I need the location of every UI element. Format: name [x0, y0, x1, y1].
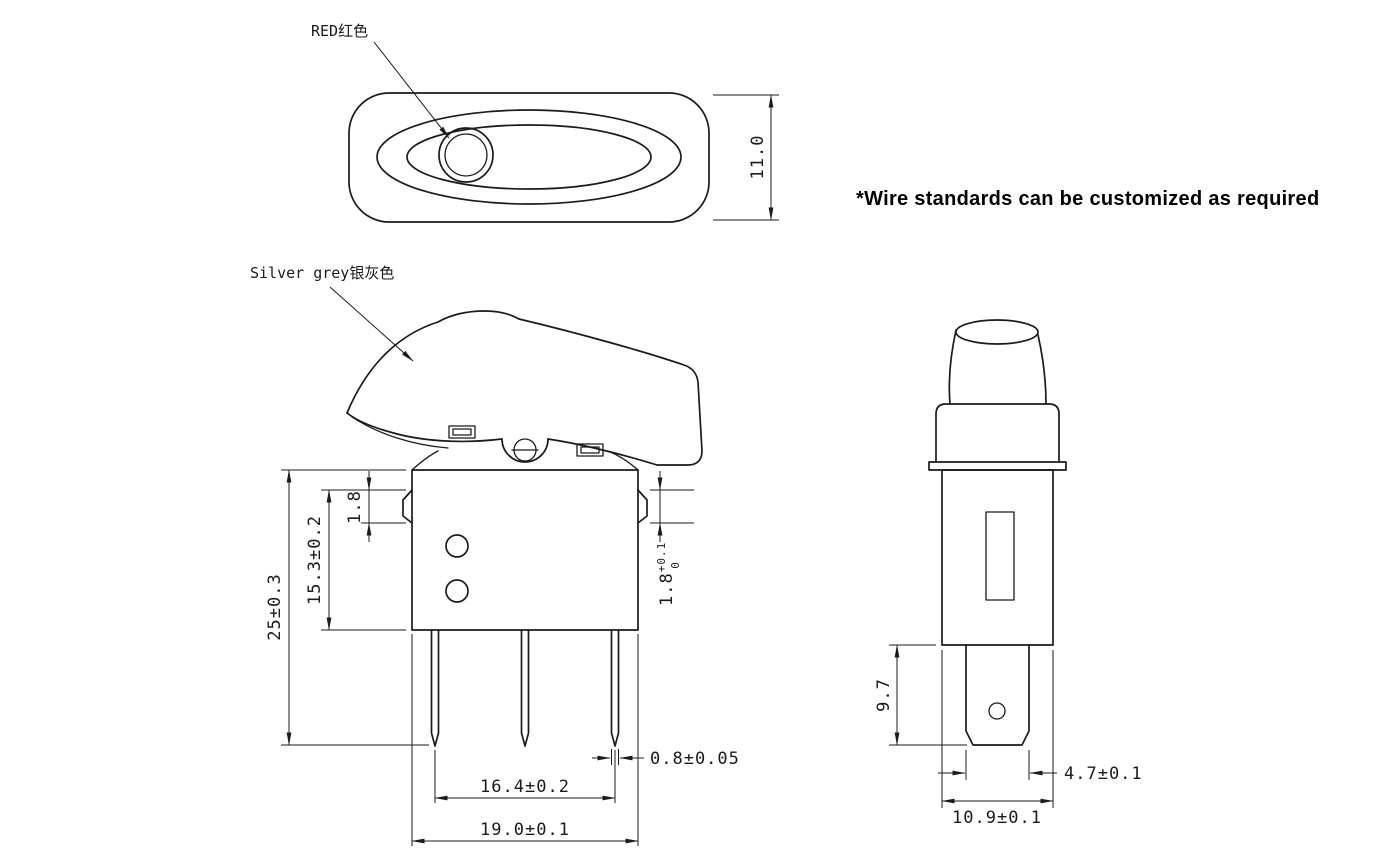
snap-flange-left — [402, 489, 413, 524]
left-extension-lines — [281, 469, 429, 746]
dim-text-step: 1.8 — [345, 490, 365, 524]
callout-red: RED红色 — [311, 22, 450, 139]
wire-note: *Wire standards can be customized as req… — [856, 188, 1319, 210]
body-hole-lower — [445, 579, 469, 603]
dim-text-body-depth: 10.9±0.1 — [952, 808, 1042, 828]
indicator-lens-outer — [438, 127, 494, 183]
dim-top-height: 11.0 — [713, 94, 779, 221]
side-view — [928, 319, 1067, 746]
bezel-curve-right — [607, 450, 639, 471]
pitch-extension-lines — [434, 750, 616, 803]
front-view-dimensions: 25±0.3 15.3±0.2 1.8 1.8+0.10 0.8±0.05 16… — [265, 469, 740, 846]
mounting-flange — [928, 461, 1067, 471]
right-extension-lines — [650, 489, 694, 524]
top-view-outline — [348, 92, 710, 223]
dim-text-terminal-length: 9.7 — [874, 678, 894, 712]
indicator-lens-inner — [444, 133, 488, 177]
bezel-curve-left — [411, 450, 439, 471]
silver-leader-arrow-icon — [329, 286, 414, 362]
actuator-side-right — [1037, 334, 1047, 405]
dim-text-terminal-width: 4.7±0.1 — [1064, 764, 1143, 784]
terminal-pin-1 — [430, 629, 440, 747]
flange-value: 1.8 — [657, 572, 677, 606]
terminal-pin-2 — [520, 629, 530, 747]
body-hole-upper — [445, 534, 469, 558]
top-view — [348, 92, 710, 223]
terminal-hole — [988, 702, 1006, 720]
dim-text-top-height: 11.0 — [748, 135, 768, 180]
snap-flange-right — [637, 489, 648, 524]
pivot-notch-arc — [501, 438, 549, 463]
extension-lines — [713, 94, 779, 221]
terminal-length-extension-lines — [889, 644, 967, 746]
red-leader-arrow-icon — [373, 41, 450, 139]
dim-text-pin-thickness: 0.8±0.05 — [650, 749, 740, 769]
width-extension-lines — [411, 634, 639, 846]
dim-text-body-height: 15.3±0.2 — [305, 515, 325, 605]
callout-silver-grey: Silver grey银灰色 — [250, 264, 414, 362]
actuator-side-left — [948, 329, 957, 405]
actuator-underside-left — [346, 412, 503, 443]
body-slot — [985, 511, 1015, 601]
body-depth-extension-lines — [941, 650, 1054, 808]
dim-text-flange: 1.8+0.10 — [655, 542, 682, 606]
terminal-pin-3 — [610, 629, 620, 747]
red-label: RED红色 — [311, 22, 368, 40]
latch-window-left — [448, 425, 476, 439]
dim-text-pitch: 16.4±0.2 — [480, 777, 570, 797]
flange-tol-lower: 0 — [669, 561, 682, 569]
latch-window-left-inner — [452, 428, 472, 436]
actuator-underside-right — [547, 438, 658, 466]
actuator-lip-line — [351, 416, 449, 449]
dim-text-overall-height: 25±0.3 — [265, 573, 285, 640]
side-view-dimensions: 9.7 4.7±0.1 10.9±0.1 — [874, 644, 1143, 828]
actuator-top-ellipse — [955, 319, 1039, 345]
switch-body — [411, 469, 639, 631]
rocker-paddle-ellipse — [406, 124, 652, 190]
housing-cap — [935, 403, 1060, 463]
dim-text-body-width: 19.0±0.1 — [480, 820, 570, 840]
front-view — [346, 310, 703, 747]
pin-thickness-extension-lines — [611, 749, 619, 765]
flange-tol-upper: +0.1 — [655, 542, 668, 573]
silver-grey-label: Silver grey银灰色 — [250, 264, 394, 282]
latch-window-right-inner — [580, 446, 600, 454]
terminal-width-extension-lines — [965, 750, 1030, 780]
side-body — [941, 469, 1054, 646]
latch-window-right — [576, 443, 604, 457]
rocker-opening-ellipse — [376, 109, 682, 205]
side-terminal — [965, 644, 1030, 746]
actuator-top-outline — [346, 310, 703, 466]
